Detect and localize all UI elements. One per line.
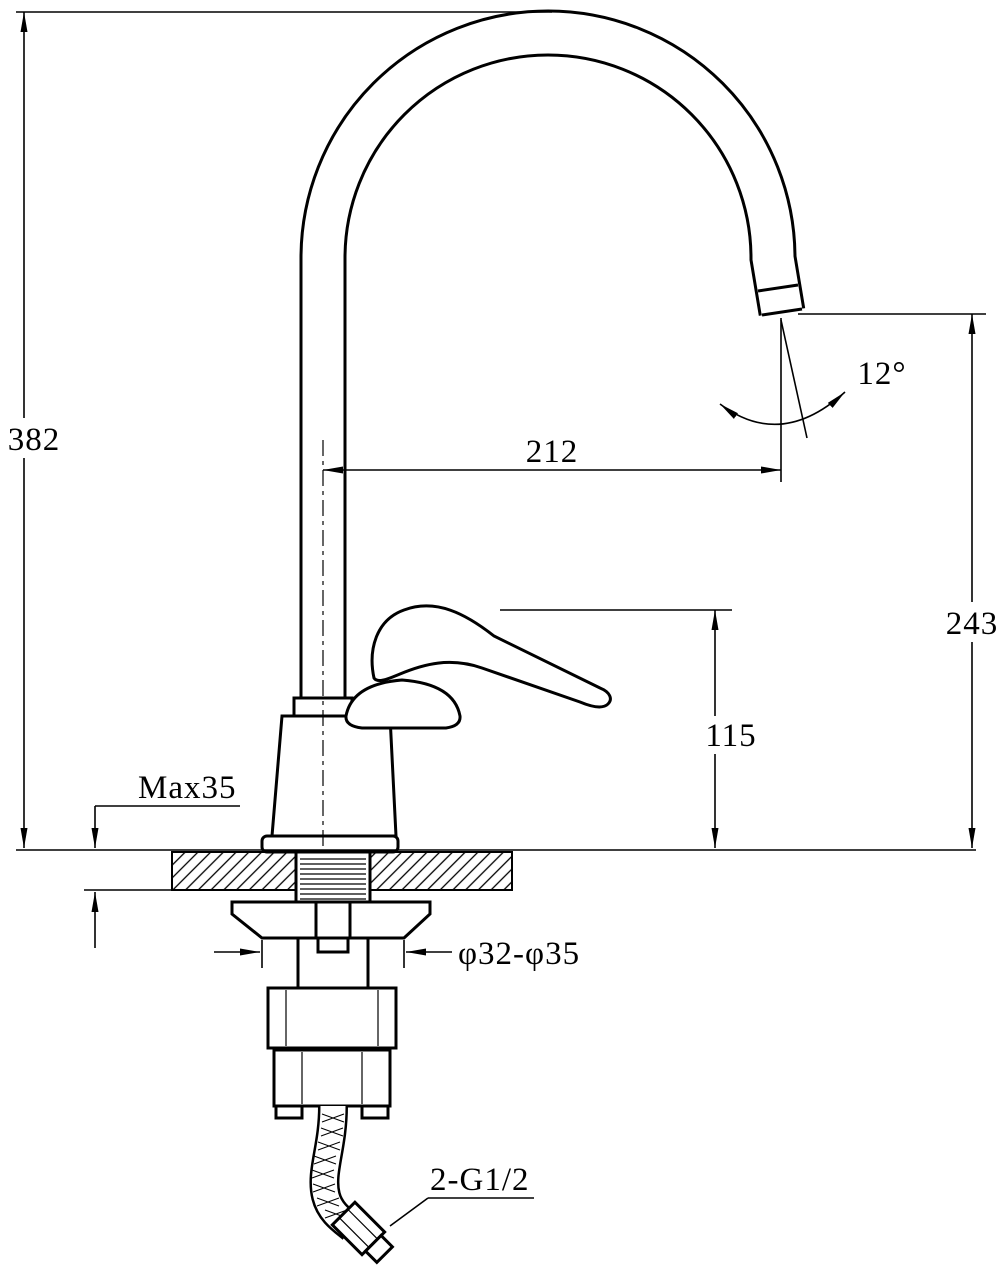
spout-end-line bbox=[761, 307, 803, 317]
dim-label-hose-thread: 2-G1/2 bbox=[430, 1162, 530, 1198]
lock-nut bbox=[272, 1048, 392, 1108]
dim-label-spout-reach: 212 bbox=[526, 434, 579, 470]
dim-outlet-height: 243 bbox=[798, 313, 1000, 848]
mounting-hardware bbox=[230, 850, 432, 1120]
bracket-slot bbox=[314, 900, 352, 940]
dim-deck-thickness: Max35 bbox=[84, 770, 240, 948]
faucet-handle bbox=[344, 604, 612, 730]
hose-braid-texture bbox=[311, 1113, 348, 1219]
dim-spout-reach: 212 bbox=[323, 318, 782, 482]
handle-dome bbox=[344, 678, 462, 730]
bracket-tab bbox=[316, 936, 350, 954]
fitting-tip bbox=[363, 1233, 395, 1265]
angle-reference-line bbox=[780, 319, 808, 439]
dim-spout-angle: 12° bbox=[719, 319, 906, 439]
dim-hole-diameter: φ32-φ35 bbox=[214, 936, 580, 972]
dim-label-deck-thickness: Max35 bbox=[138, 770, 237, 806]
dim-label-outlet-height: 243 bbox=[946, 606, 999, 642]
nut-tab-right bbox=[360, 1104, 390, 1120]
angle-arc bbox=[719, 391, 846, 426]
thread-leader-line bbox=[389, 1197, 429, 1227]
handle-lever bbox=[370, 604, 612, 709]
dim-handle-height: 115 bbox=[500, 609, 761, 848]
hose-fitting bbox=[330, 1200, 395, 1265]
dim-label-spout-angle: 12° bbox=[857, 356, 906, 392]
dim-overall-height: 382 bbox=[5, 11, 552, 848]
aerator-joint-line bbox=[757, 283, 799, 293]
countertop bbox=[16, 849, 976, 891]
dim-label-overall-height: 382 bbox=[8, 422, 61, 458]
label-hose-thread: 2-G1/2 bbox=[389, 1162, 534, 1227]
shank-threads bbox=[300, 858, 366, 900]
supply-hose bbox=[309, 1105, 395, 1265]
dim-label-hole-diameter: φ32-φ35 bbox=[458, 936, 580, 972]
faucet-spout-tube bbox=[299, 9, 806, 716]
dim-label-handle-height: 115 bbox=[705, 718, 756, 754]
supply-body bbox=[266, 986, 398, 1050]
mixer-body bbox=[270, 714, 398, 838]
nut-tab-left bbox=[274, 1104, 304, 1120]
